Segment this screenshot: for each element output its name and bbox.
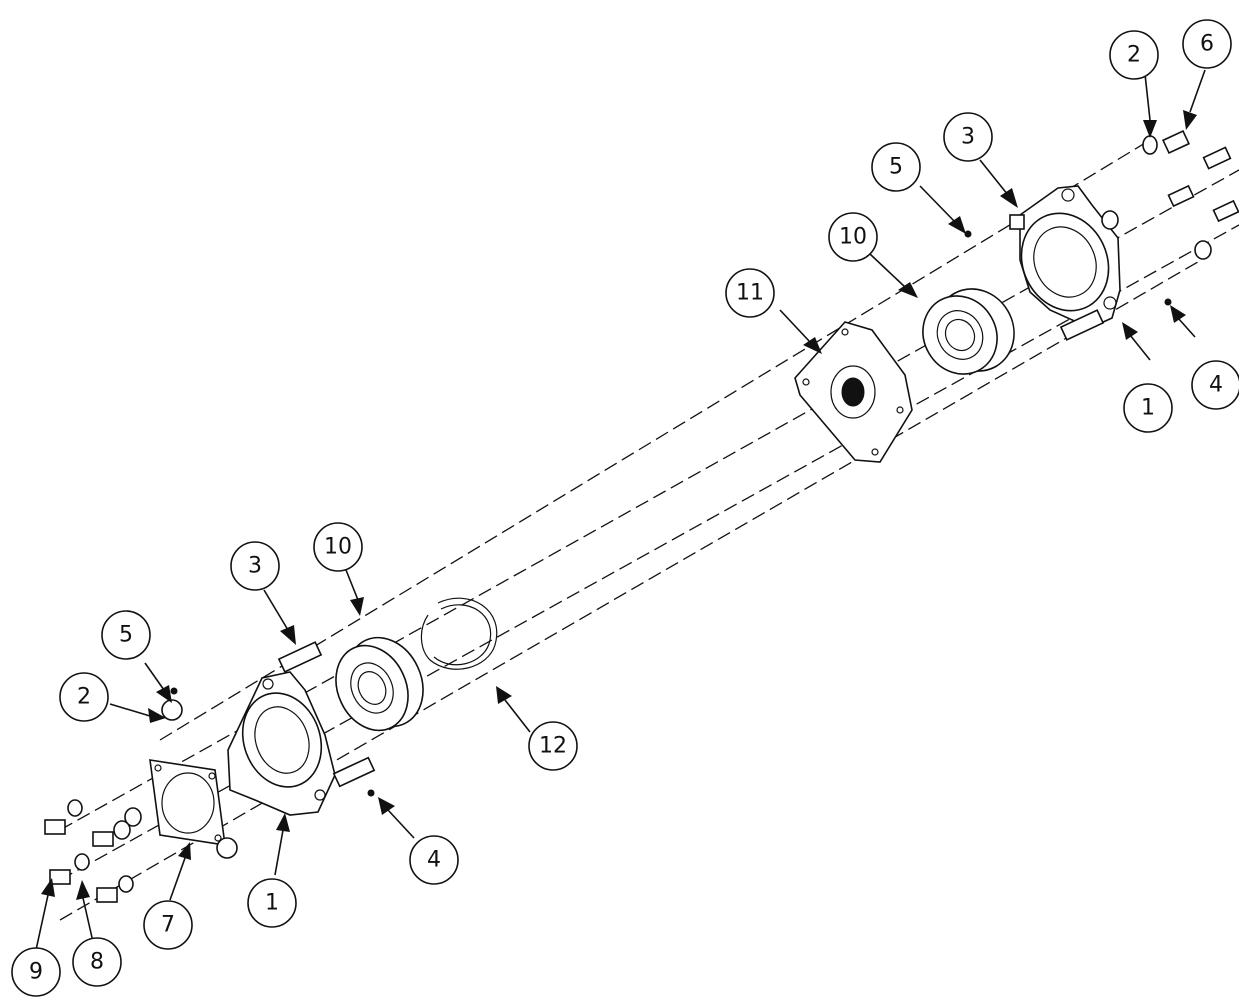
svg-text:12: 12: [539, 734, 567, 759]
svg-text:8: 8: [90, 950, 104, 975]
svg-text:4: 4: [1209, 373, 1223, 398]
leader-lines: [35, 69, 1206, 951]
svg-text:3: 3: [248, 554, 262, 579]
item-balloon: 3: [943, 112, 993, 162]
cover-plate-part-7: [149, 759, 226, 846]
item-balloon: 7: [143, 900, 193, 950]
item-balloon: 3: [230, 541, 280, 591]
housing-part-1-lower: [227, 671, 336, 816]
svg-text:1: 1: [1141, 396, 1155, 421]
item-balloon: 5: [871, 142, 921, 192]
flange-plate-part-11: [794, 321, 913, 463]
svg-text:10: 10: [324, 535, 352, 560]
svg-text:11: 11: [736, 281, 764, 306]
svg-text:6: 6: [1200, 32, 1214, 57]
svg-text:9: 9: [29, 960, 43, 985]
bearing-part-10-lower: [335, 636, 424, 732]
item-balloon: 11: [725, 268, 775, 318]
item-balloon: 10: [313, 522, 363, 572]
item-balloon: 1: [247, 878, 297, 928]
retaining-ring-part-12: [420, 597, 498, 670]
svg-text:2: 2: [1127, 43, 1141, 68]
item-balloon: 6: [1182, 19, 1232, 69]
svg-text:5: 5: [119, 623, 133, 648]
bearing-part-10-upper: [922, 288, 1015, 375]
svg-text:7: 7: [161, 913, 175, 938]
svg-text:3: 3: [961, 125, 975, 150]
item-balloon: 12: [528, 721, 578, 771]
item-balloon: 2: [59, 672, 109, 722]
item-balloon: 8: [72, 937, 122, 987]
svg-text:2: 2: [77, 685, 91, 710]
item-balloon: 10: [828, 212, 878, 262]
svg-text:5: 5: [889, 155, 903, 180]
item-balloon: 4: [1191, 360, 1239, 410]
item-balloon: 1: [1123, 383, 1173, 433]
hardware-lower: [44, 641, 376, 903]
item-balloon: 5: [101, 610, 151, 660]
housing-part-1-upper: [1019, 185, 1121, 329]
item-balloon: 9: [11, 947, 61, 997]
hardware-upper: [964, 129, 1239, 341]
svg-text:4: 4: [427, 848, 441, 873]
item-balloon: 4: [409, 835, 459, 885]
item-balloon: 2: [1109, 30, 1159, 80]
svg-text:10: 10: [839, 225, 867, 250]
svg-text:1: 1: [265, 891, 279, 916]
